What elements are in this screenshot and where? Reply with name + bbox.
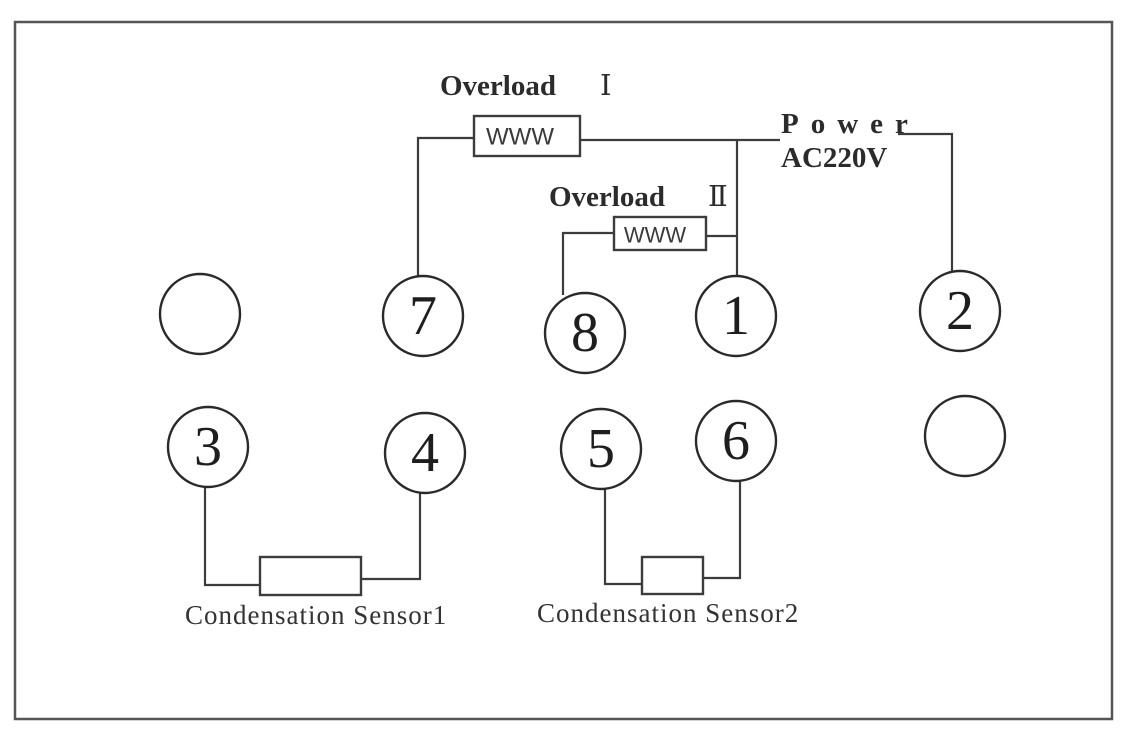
terminal-1: 1 <box>694 274 778 358</box>
overload-2-numeral: Ⅱ <box>708 181 728 213</box>
wire-terminal7-to-overload1 <box>416 136 474 283</box>
overload-2-coil-text: WWW <box>624 223 687 248</box>
terminal-3-number: 3 <box>194 416 222 478</box>
wire-terminal5-to-sensor2 <box>603 489 642 586</box>
overload-1-coil-text: WWW <box>486 124 554 151</box>
power-voltage-text: AC220V <box>781 142 887 174</box>
terminal-6-number: 6 <box>722 410 750 472</box>
condensation-sensor-1-label: Condensation Sensor1 <box>185 600 447 630</box>
terminal-4-number: 4 <box>411 422 439 484</box>
overload-1-coil: WWW <box>472 114 582 158</box>
terminal-8-number: 8 <box>571 302 599 364</box>
overload-2-coil: WWW <box>612 215 708 252</box>
overload-2-label-text: Overload <box>549 181 665 213</box>
condensation-sensor-2-label: Condensation Sensor2 <box>537 598 799 628</box>
terminal-5: 5 <box>559 407 643 491</box>
wire-power-to-terminal2 <box>898 132 954 272</box>
terminal-7: 7 <box>381 274 465 358</box>
terminal-4: 4 <box>383 411 467 495</box>
power-label: Power AC220V <box>781 108 920 174</box>
wire-sensor1-to-terminal4 <box>361 493 422 581</box>
terminal-8: 8 <box>543 291 627 375</box>
terminal-5-number: 5 <box>587 418 615 480</box>
condensation-sensor-2-resistor <box>640 555 705 596</box>
terminal-empty-top-left <box>158 272 242 356</box>
terminal-6: 6 <box>694 399 778 483</box>
terminal-2: 2 <box>918 269 1002 353</box>
power-label-text: Power <box>781 108 920 140</box>
terminal-7-number: 7 <box>409 285 437 347</box>
terminal-2-number: 2 <box>946 280 974 342</box>
terminal-3: 3 <box>166 405 250 489</box>
overload-1-label-text: Overload <box>440 70 556 102</box>
terminal-1-number: 1 <box>722 285 750 347</box>
condensation-sensor-1-resistor <box>258 555 363 597</box>
terminal-empty-bottom-right <box>923 394 1007 478</box>
overload-1-numeral: Ⅰ <box>600 70 611 102</box>
wire-terminal3-to-sensor1 <box>203 487 260 587</box>
wire-terminal8-to-overload2 <box>561 231 614 295</box>
diagram-frame <box>13 20 1114 721</box>
overload-1-label: Overload Ⅰ <box>440 70 611 102</box>
wire-sensor2-to-terminal6 <box>703 480 742 580</box>
overload-2-label: Overload Ⅱ <box>549 181 728 213</box>
